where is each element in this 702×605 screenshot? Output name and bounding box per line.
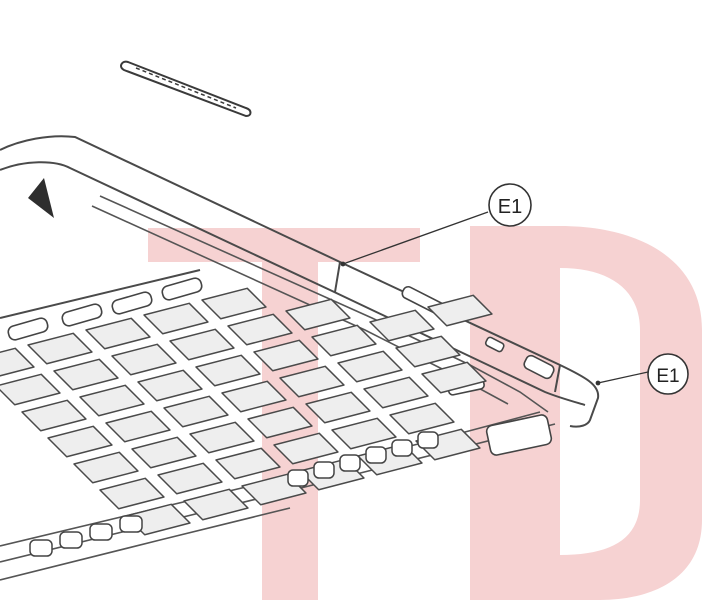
keycap: [137, 369, 203, 402]
keycap: [305, 391, 371, 424]
keycap: [53, 358, 119, 391]
keycap: [0, 373, 61, 406]
keycap: [105, 410, 171, 443]
keycap: [157, 462, 223, 495]
callout-right: E1: [647, 353, 689, 395]
keycap: [285, 298, 351, 331]
callout-top: E1: [488, 183, 532, 227]
keycap: [337, 350, 403, 383]
keycap: [169, 328, 235, 361]
keycap: [363, 376, 429, 409]
keycap: [195, 354, 261, 387]
keycap: [215, 447, 281, 480]
callout-right-label: E1: [656, 366, 679, 387]
keycap: [331, 417, 397, 450]
callout-top-label: E1: [498, 196, 522, 218]
keycap: [369, 309, 435, 342]
keycap: [389, 402, 455, 435]
keycap: [21, 399, 87, 432]
palmrest-frame: [0, 135, 600, 428]
keycap: [85, 317, 151, 350]
keycap: [253, 339, 319, 372]
keycap: [27, 332, 93, 365]
keycap: [131, 436, 197, 469]
callout-right-dot: [595, 380, 601, 386]
keycap: [421, 361, 487, 394]
callout-top-dot: [340, 261, 346, 267]
keycap: [47, 425, 113, 458]
callout-leaders: [342, 211, 649, 384]
small-rod-part: [120, 60, 252, 118]
keycap: [221, 380, 287, 413]
bottom-edge-buttons: [29, 431, 439, 557]
direction-arrow-icon: [28, 178, 54, 218]
keycap: [163, 395, 229, 428]
keycap: [111, 343, 177, 376]
keycap: [201, 287, 267, 320]
keycap: [427, 294, 493, 327]
keycap: [99, 477, 165, 510]
keycap: [73, 451, 139, 484]
keycap: [183, 488, 249, 521]
keycap: [311, 324, 377, 357]
keycap: [0, 347, 35, 377]
keycap: [279, 365, 345, 398]
keycap: [247, 406, 313, 439]
keycap: [273, 432, 339, 465]
function-key-row: [7, 277, 203, 341]
keycap: [143, 302, 209, 335]
keycap: [79, 384, 145, 417]
keycap: [227, 313, 293, 346]
keycap: [189, 421, 255, 454]
keycap: [395, 335, 461, 368]
